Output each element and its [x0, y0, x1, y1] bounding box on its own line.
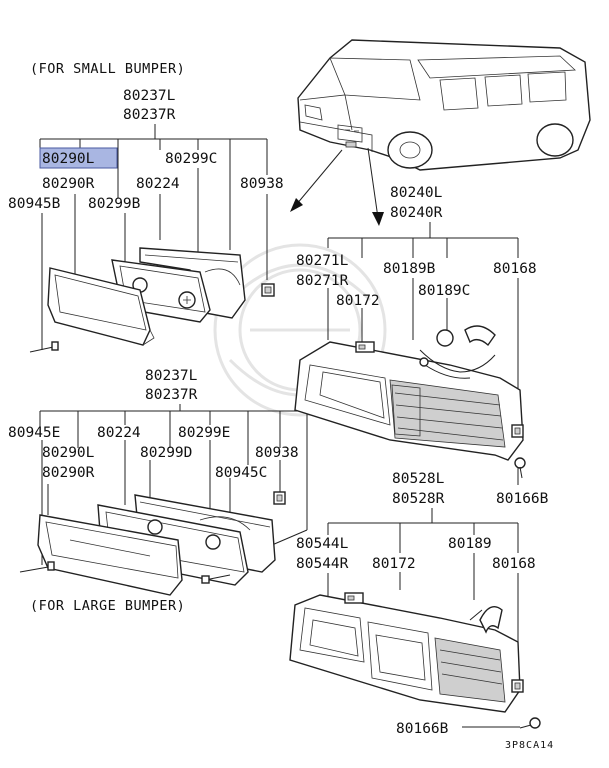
- part-label-80237L-b[interactable]: 80237L: [145, 368, 198, 384]
- part-label-80271R[interactable]: 80271R: [296, 273, 349, 289]
- part-label-80168-b[interactable]: 80168: [492, 556, 536, 572]
- part-label-80172-b[interactable]: 80172: [372, 556, 416, 572]
- lower-right-leader-lines: [327, 508, 520, 728]
- part-label-80237R-b[interactable]: 80237R: [145, 387, 198, 403]
- upper-lamp-bulb-sockets: [419, 325, 496, 379]
- part-label-80290R-a[interactable]: 80290R: [42, 176, 95, 192]
- part-label-80189C[interactable]: 80189C: [418, 283, 470, 299]
- part-label-80299E[interactable]: 80299E: [178, 425, 230, 441]
- part-label-80945B[interactable]: 80945B: [8, 196, 61, 212]
- large-lamp-lens: [37, 514, 183, 596]
- part-label-80240R[interactable]: 80240R: [390, 205, 443, 221]
- small-lamp-lens: [47, 267, 155, 346]
- part-label-80168-a[interactable]: 80168: [493, 261, 537, 277]
- part-label-80528R[interactable]: 80528R: [392, 491, 445, 507]
- part-label-80938-b[interactable]: 80938: [255, 445, 299, 461]
- small-lamp-clip: [261, 283, 275, 297]
- part-label-80189B[interactable]: 80189B: [383, 261, 436, 277]
- small-bumper-caption: (FOR SMALL BUMPER): [30, 61, 185, 77]
- part-label-80237R-a[interactable]: 80237R: [123, 107, 176, 123]
- large-bumper-caption: (FOR LARGE BUMPER): [30, 598, 185, 614]
- lower-lamp-connector: [344, 592, 364, 604]
- part-label-80544L[interactable]: 80544L: [296, 536, 349, 552]
- large-lamp-screws: [19, 561, 231, 584]
- lower-lamp-bulb-socket: [469, 606, 503, 634]
- arrow-to-large-bumper: [367, 147, 384, 226]
- part-label-80166B-b[interactable]: 80166B: [396, 721, 449, 737]
- part-label-80224-a[interactable]: 80224: [136, 176, 180, 192]
- part-label-80299B[interactable]: 80299B: [88, 196, 141, 212]
- part-label-80299C[interactable]: 80299C: [165, 151, 217, 167]
- part-label-80290L-a[interactable]: 80290L: [42, 151, 95, 167]
- part-label-80290R-b[interactable]: 80290R: [42, 465, 95, 481]
- lower-lamp-screw: [519, 717, 541, 729]
- part-label-80240L[interactable]: 80240L: [390, 185, 443, 201]
- part-label-80945C[interactable]: 80945C: [215, 465, 267, 481]
- small-lamp-housing: [139, 247, 246, 319]
- part-label-80945E[interactable]: 80945E: [8, 425, 60, 441]
- arrow-to-small-bumper: [290, 149, 343, 212]
- diagram-code: 3P8CA14: [505, 740, 554, 751]
- upper-lamp-connector: [355, 341, 375, 353]
- large-lamp-bulbs: [147, 519, 221, 550]
- upper-lamp-screw: [514, 457, 526, 479]
- part-label-80299D[interactable]: 80299D: [140, 445, 192, 461]
- part-label-80166B-a[interactable]: 80166B: [496, 491, 549, 507]
- lower-lamp-clip: [511, 679, 524, 693]
- upper-lamp-clip: [511, 424, 524, 438]
- part-label-80528L[interactable]: 80528L: [392, 471, 445, 487]
- part-label-80938-a[interactable]: 80938: [240, 176, 284, 192]
- lower-combination-lamp: [289, 594, 521, 713]
- part-label-80189[interactable]: 80189: [448, 536, 492, 552]
- upper-combination-lamp: [294, 341, 524, 461]
- van-illustration: [297, 39, 591, 171]
- part-label-80290L-b[interactable]: 80290L: [42, 445, 95, 461]
- part-label-80172-a[interactable]: 80172: [336, 293, 380, 309]
- part-label-80271L[interactable]: 80271L: [296, 253, 349, 269]
- large-lamp-clip: [273, 491, 286, 505]
- highlight-80290L: [39, 147, 118, 169]
- part-label-80224-b[interactable]: 80224: [97, 425, 141, 441]
- small-lamp-bulbs: [132, 277, 196, 309]
- small-lamp-screw: [29, 341, 59, 353]
- part-label-80237L-a[interactable]: 80237L: [123, 88, 176, 104]
- part-label-80544R[interactable]: 80544R: [296, 556, 349, 572]
